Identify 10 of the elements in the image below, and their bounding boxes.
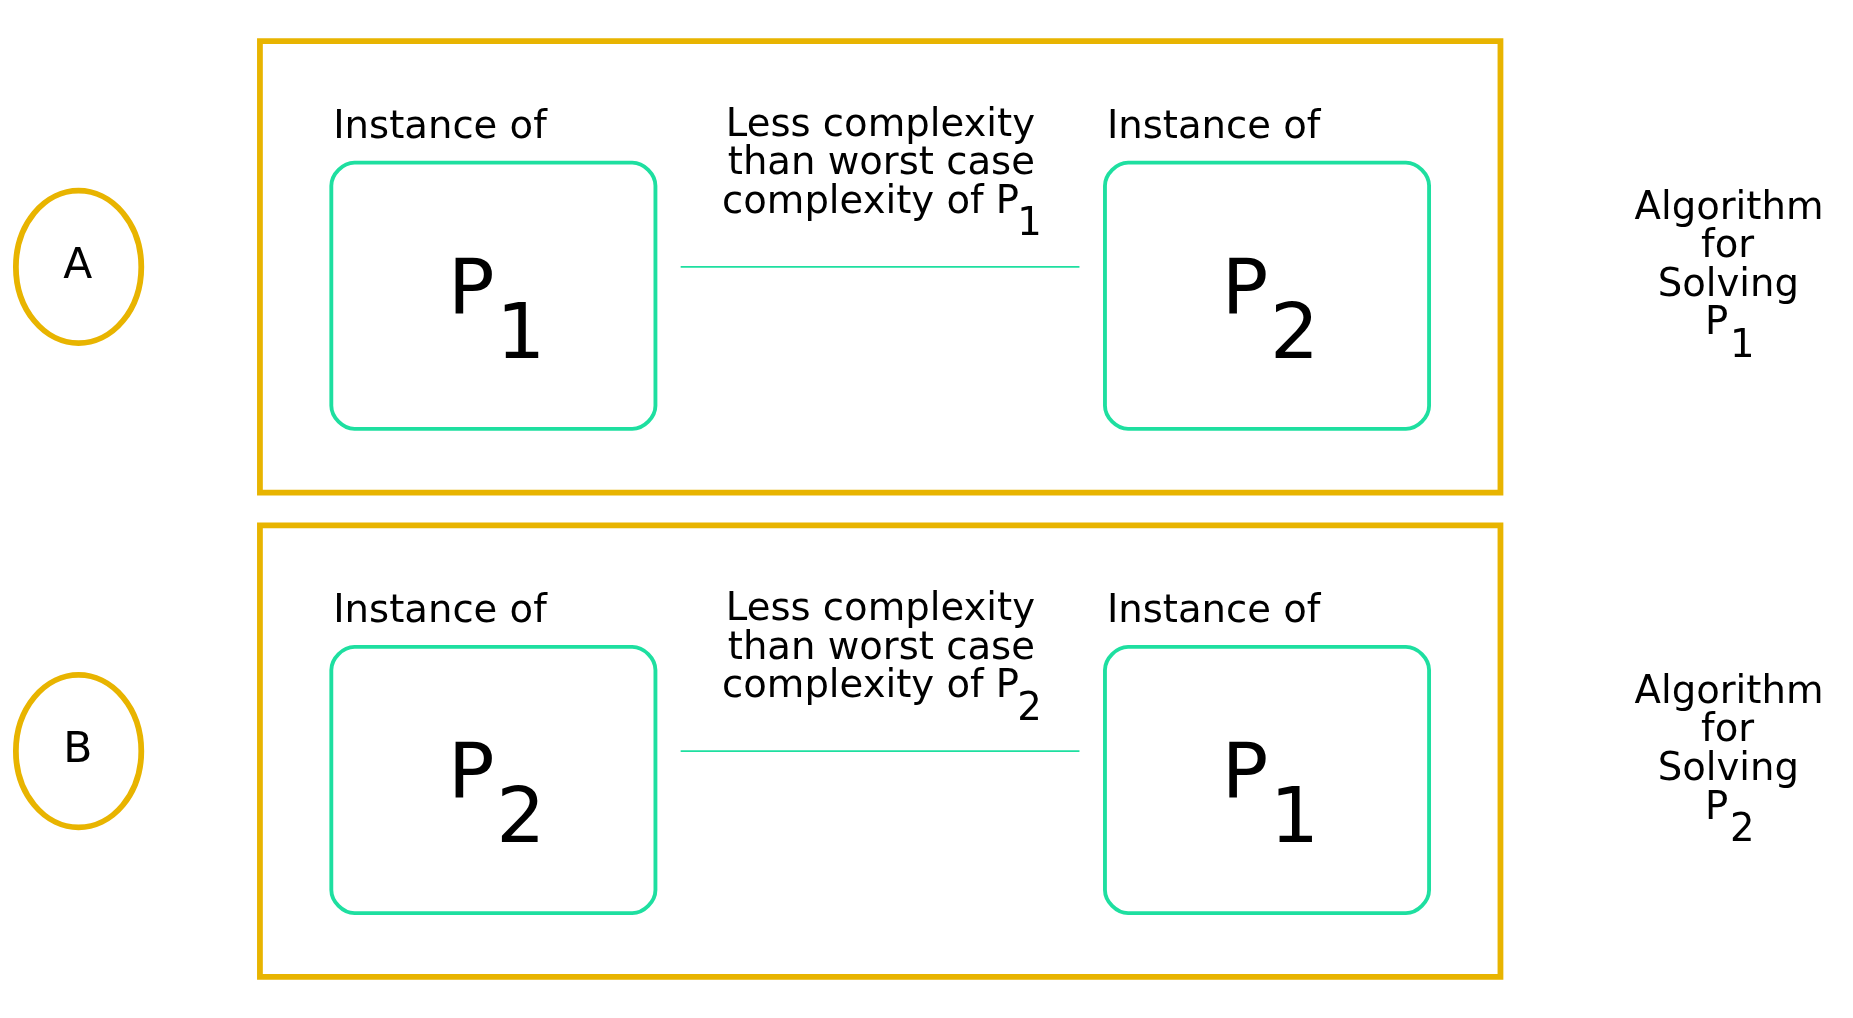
cluster xyxy=(257,38,1504,496)
cluster xyxy=(257,522,1504,980)
node-label: Instance of xyxy=(1106,585,1321,631)
node-ellipse: A xyxy=(13,187,145,346)
node-label: Instance of xyxy=(333,585,547,631)
connector xyxy=(679,750,1081,753)
node-label: Instance of xyxy=(333,101,547,147)
node-ellipse: B xyxy=(13,672,145,831)
node-label: Instance of xyxy=(1106,101,1321,147)
connector xyxy=(679,265,1081,268)
